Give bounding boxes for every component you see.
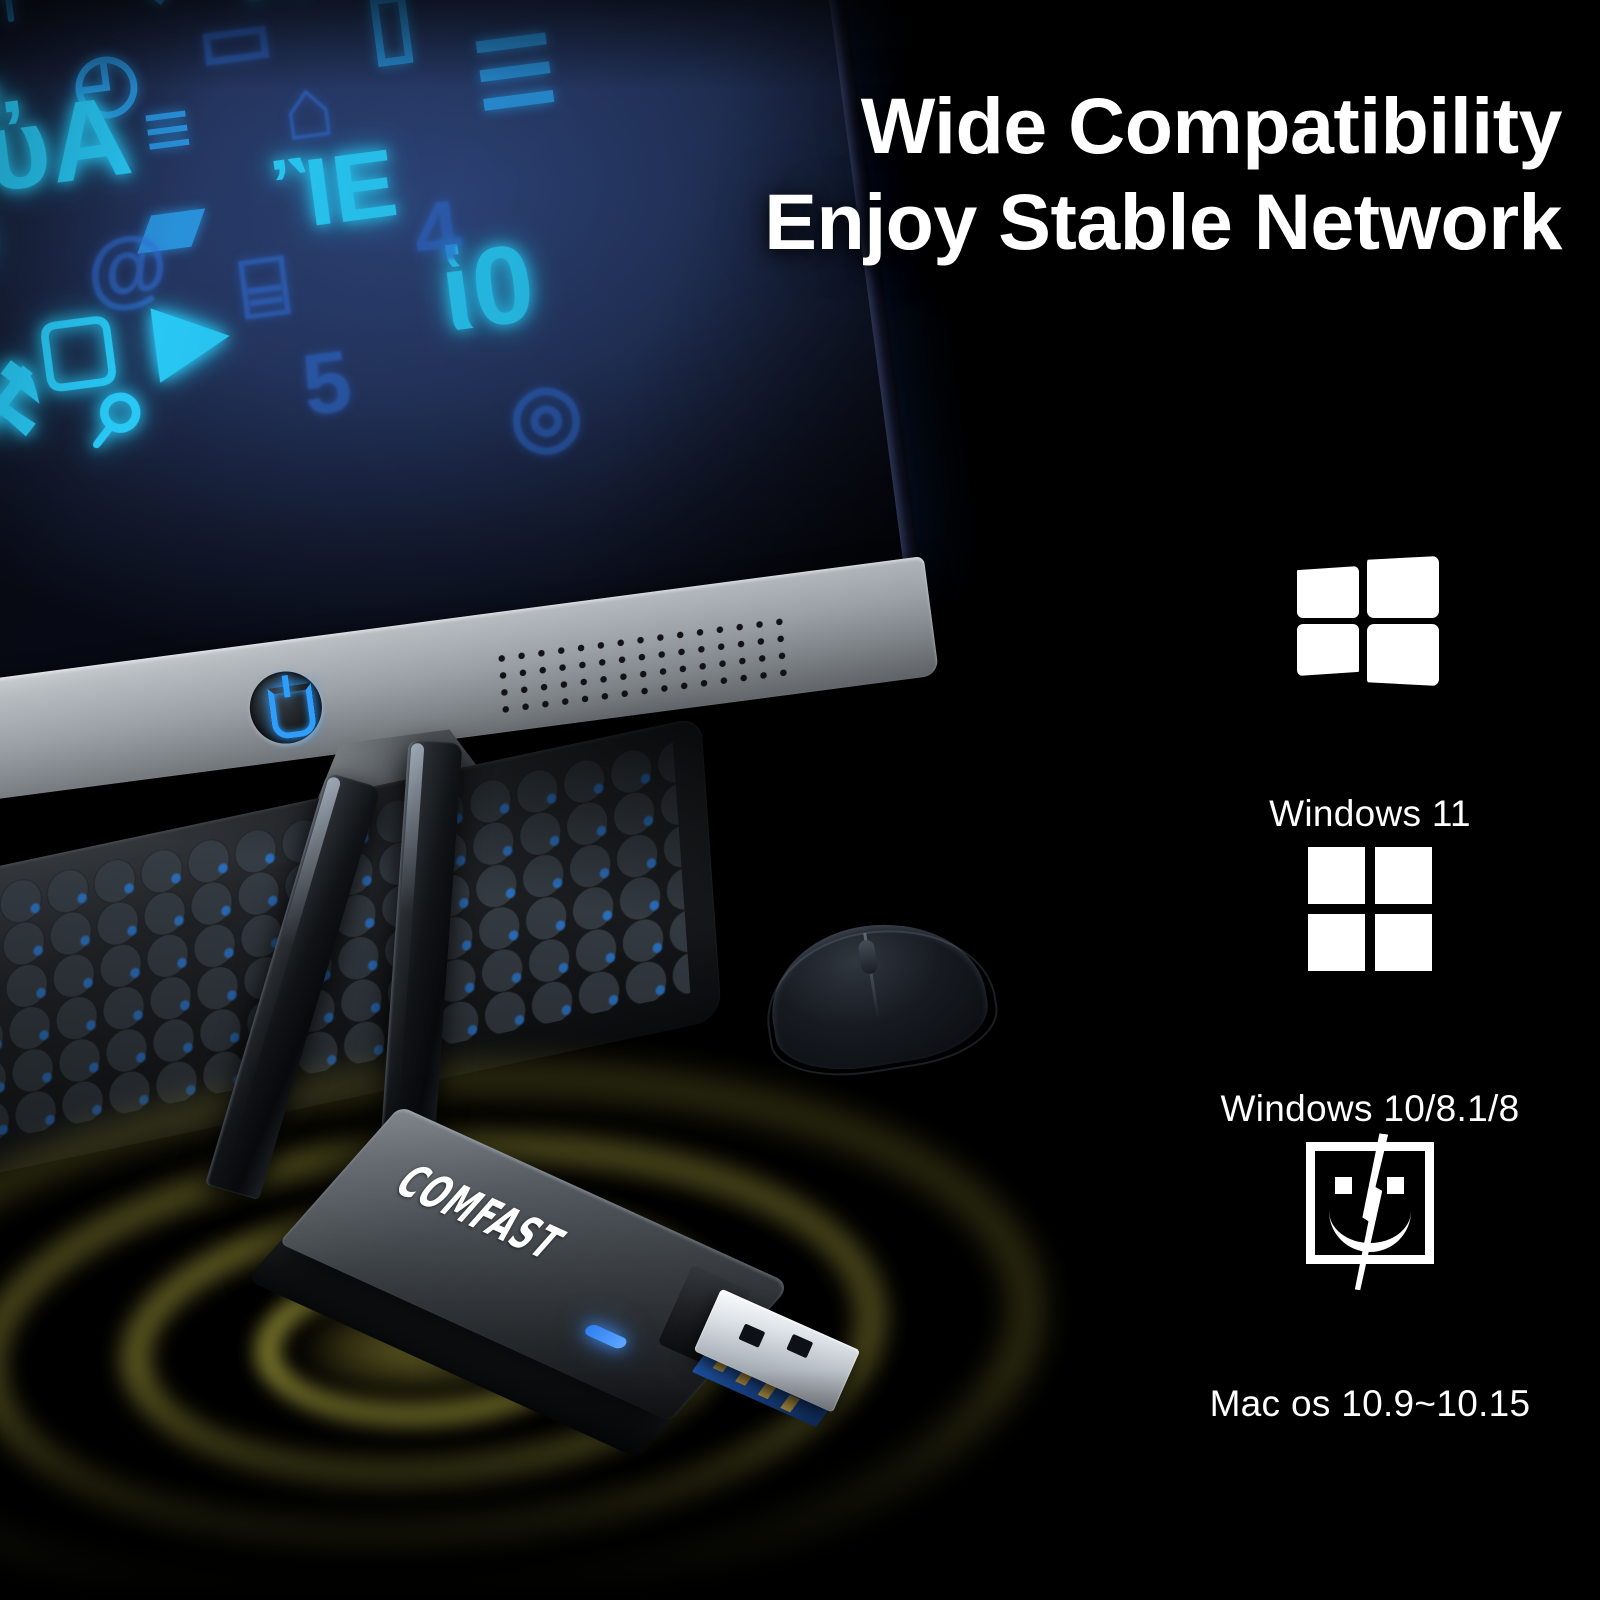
calendar-icon: 5 [298,338,357,430]
tools-icon: ⚒ [0,348,49,459]
headline: Wide Compatibility Enjoy Stable Network [764,78,1562,269]
compatibility-list: Windows 11 Windows 10/8.1/8 Mac os 10.9~… [1140,540,1600,1425]
server-icon: ⌸ [235,245,294,333]
monitor-icon: ▭ [192,0,277,84]
headline-line-1: Wide Compatibility [764,78,1562,174]
phone-keypad-icon: ☰ [469,23,563,125]
usb-shell-slot [786,1334,813,1358]
headline-line-2: Enjoy Stable Network [764,174,1562,270]
microphone-icon: Ἲ4 [208,0,320,19]
compat-label: Windows 11 [1140,793,1600,835]
compat-label: Windows 10/8.1/8 [1140,1088,1600,1130]
film-reel-icon: ◎ [504,368,588,461]
happy-mac-icon [1306,1142,1434,1264]
home-icon: ⌂ [276,63,339,155]
contacts-at-icon: @ [81,221,173,315]
sd-card-icon: ▭ [0,46,9,153]
globe-grid-icon: ἱ0 [435,228,540,349]
windows-squares-icon [1308,847,1432,971]
search-icon: ⌕ [82,349,156,464]
play-icon: ▶ [150,284,232,384]
windows-flag-icon [1297,552,1443,686]
compat-label: Mac os 10.9~10.15 [1140,1383,1600,1425]
handheld-game-icon: ἺE [272,135,402,246]
clock-icon: ◴ [67,38,145,124]
user-icon: ὆4 [409,187,466,276]
hard-drive-icon: ▢ [31,298,125,396]
network-tree-icon: ⑂ [0,0,39,38]
speaker-icon: ὐA [0,79,137,209]
compat-item-mac-os: Mac os 10.9~10.15 [1140,1130,1600,1425]
clapperboard-icon: ▰ [130,175,210,273]
compat-item-windows-11: Windows 11 [1140,540,1600,835]
usb-shell-slot [738,1323,765,1347]
joystick-icon: ❖ [113,0,201,22]
compat-item-windows-10: Windows 10/8.1/8 [1140,835,1600,1130]
power-icon [267,683,317,740]
tablet-icon: ▯ [361,0,421,70]
equalizer-icon: ≡ [138,86,196,174]
